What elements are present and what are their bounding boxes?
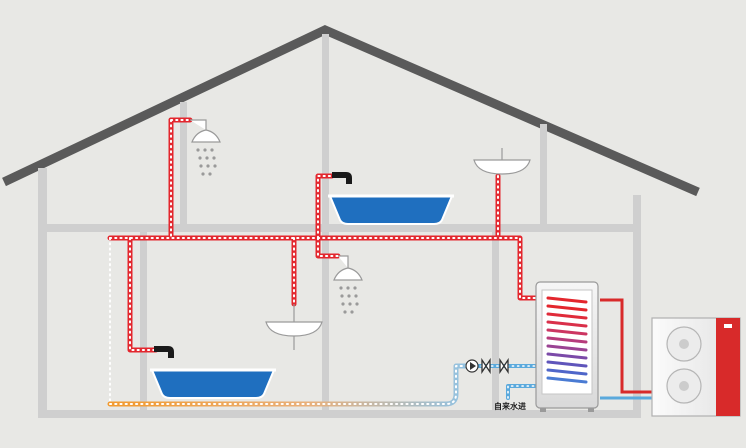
- upper-wash-basin: [473, 148, 531, 175]
- upper-bathtub: [328, 172, 454, 225]
- wash-basin-icon: [265, 321, 323, 337]
- upper-shower: [190, 119, 221, 176]
- pump-valve-group: [465, 357, 509, 375]
- heat-pump-lines: [600, 298, 652, 400]
- wash-basin-icon: [473, 159, 531, 175]
- check-valve-icon: [499, 357, 509, 375]
- shower-head-icon: [190, 119, 221, 143]
- lower-partition-center: [322, 232, 329, 412]
- heating-coil: [546, 296, 588, 384]
- left-wall: [38, 168, 47, 418]
- lower-shower: [333, 255, 363, 314]
- faucet-icon: [332, 172, 352, 184]
- water-drops: [196, 148, 217, 176]
- bathtub-icon: [150, 369, 276, 399]
- roof-line: [2, 25, 700, 197]
- heat-pump-unit: [651, 317, 741, 417]
- house-structure: [2, 25, 700, 418]
- right-wall: [633, 195, 641, 418]
- upper-partition-left: [180, 102, 187, 226]
- faucet-icon: [154, 346, 174, 358]
- shower-head-icon: [333, 255, 363, 281]
- upper-partition-right: [540, 124, 547, 226]
- upper-partition-center: [322, 34, 329, 226]
- lower-partition-left: [140, 232, 147, 412]
- water-drops: [339, 286, 359, 314]
- hot-water-tank: [535, 281, 599, 412]
- cold-water-inlet-label: 自来水进: [494, 401, 526, 411]
- bathtub-icon: [328, 195, 454, 225]
- lower-bathtub: [150, 346, 276, 399]
- ground-floor: [38, 410, 641, 418]
- upper-floor: [38, 224, 641, 232]
- lower-wash-basin: [265, 304, 323, 350]
- lower-partition-right: [492, 232, 499, 412]
- check-valve-icon: [481, 357, 491, 375]
